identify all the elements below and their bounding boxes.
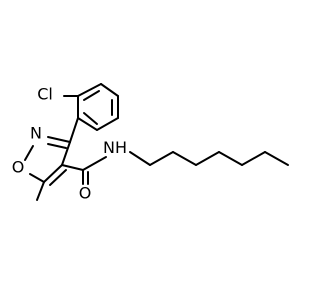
bond-ph-1 <box>100 83 119 97</box>
amide-n: N <box>103 138 115 157</box>
bond-ph-4 <box>77 117 98 131</box>
structure-drawing: Cl N O O <box>12 83 289 203</box>
bond-chain-5 <box>218 151 243 166</box>
bond-c4-carbonyl <box>61 164 84 171</box>
bond-chain-2 <box>149 151 174 166</box>
bond-methyl <box>36 181 45 201</box>
bond-ph-3 <box>96 117 119 131</box>
chlorine-label: Cl <box>37 85 53 104</box>
ring-nitrogen-label: N <box>30 124 42 143</box>
octyl-chain <box>129 151 289 166</box>
bond-n-o <box>24 145 34 161</box>
bond-chain-4 <box>195 151 220 166</box>
bond-chain-6 <box>241 151 266 166</box>
amide-h: H <box>115 138 127 157</box>
phenyl-ring <box>77 83 119 131</box>
bond-c5-c4-double <box>49 169 67 186</box>
amide-nitrogen-label: NH <box>103 138 127 157</box>
bond-ph-double-2 <box>83 112 98 125</box>
bond-ph-isox <box>69 117 79 143</box>
bond-c4-c3 <box>61 141 71 166</box>
molecule-canvas: Cl N O O <box>11 83 289 203</box>
bond-ph-double-3 <box>83 90 100 101</box>
bond-chain-3 <box>172 151 197 166</box>
bond-chain-7 <box>264 151 289 166</box>
bond-ph-6 <box>77 83 102 97</box>
bond-chain-1 <box>129 151 151 166</box>
bond-c3-n-double <box>47 143 67 149</box>
carbonyl-oxygen-label: O <box>79 184 92 203</box>
bond-o-c5 <box>29 173 45 183</box>
bond-c3-n <box>47 136 71 143</box>
ring-oxygen-label: O <box>12 158 25 177</box>
isoxazole-ring <box>24 136 71 186</box>
bond-carbonyl-n <box>82 156 107 171</box>
bond-c5-c4 <box>43 164 63 183</box>
